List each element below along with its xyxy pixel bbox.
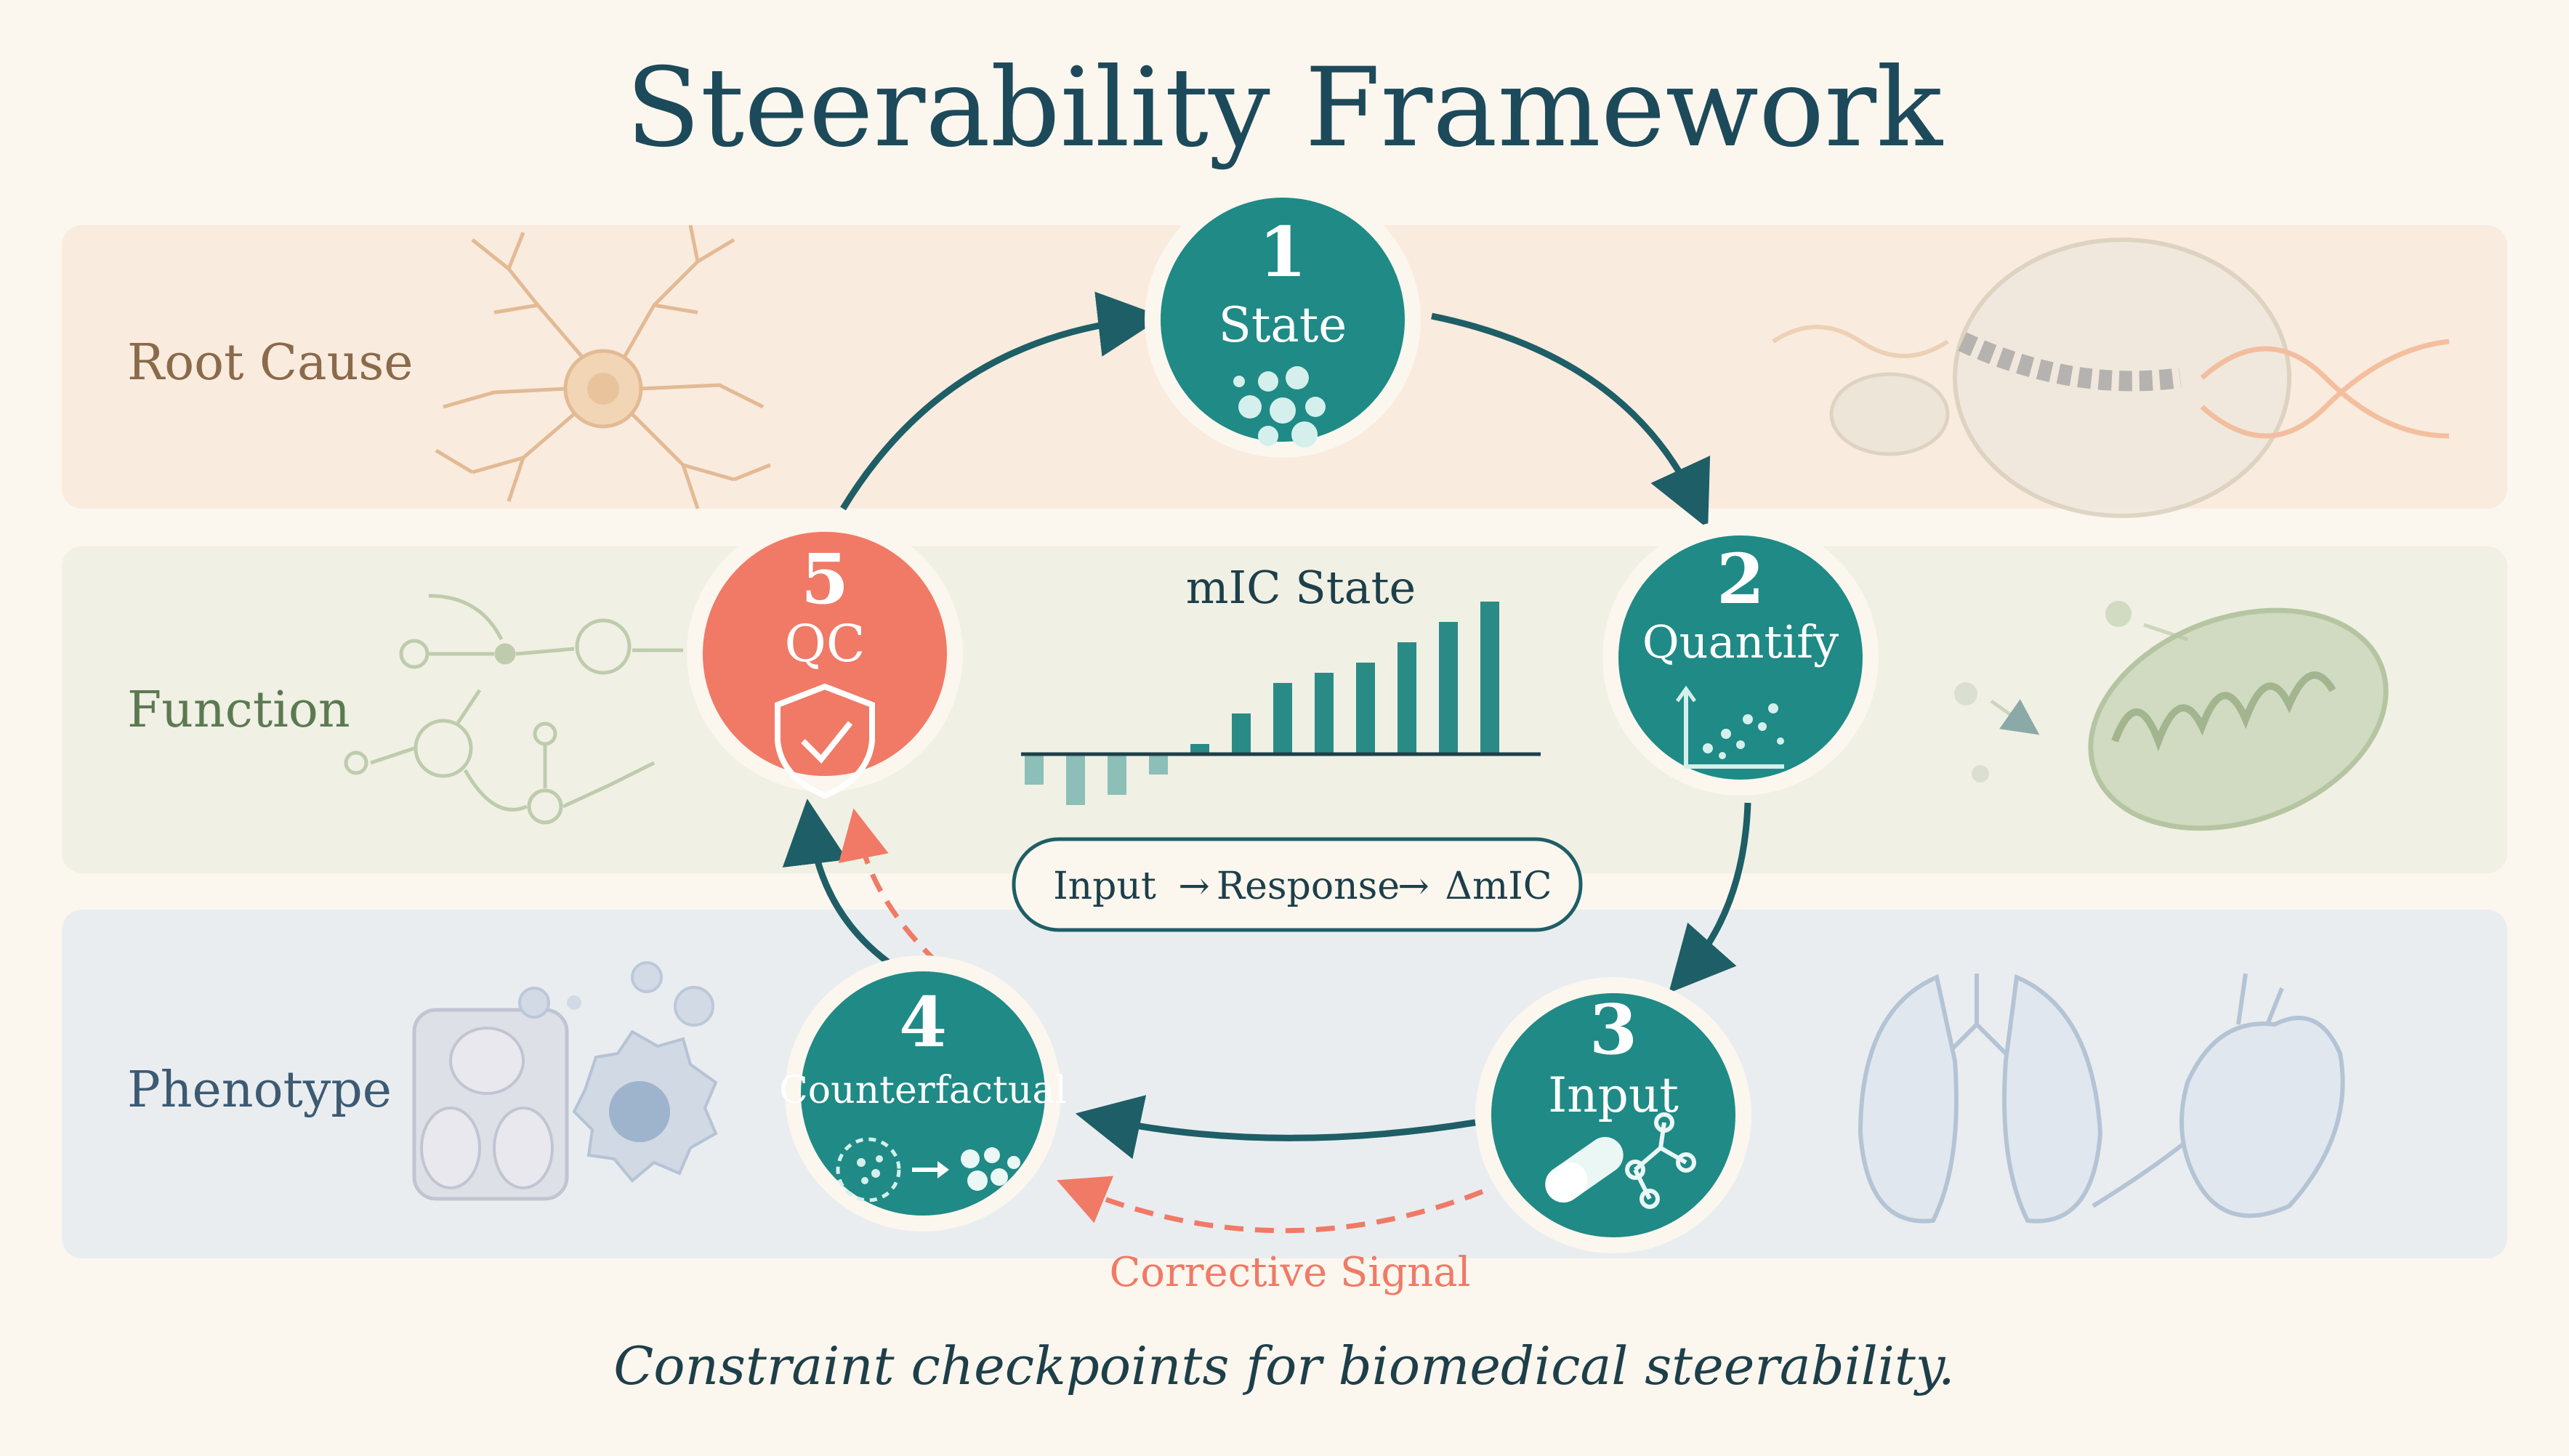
chart-bar [1066,754,1085,805]
step-number-2: 2 [1717,539,1765,620]
cycle-arrows [782,291,1751,1160]
shield-check-icon [775,683,875,799]
mitochondria-icon [1954,601,2389,831]
neuron-icon [435,225,771,509]
band-label-root-cause: Root Cause [127,334,414,392]
corrective-arrows [838,808,1484,1234]
pipeline-arrow-2: → [1398,865,1429,908]
step-node-3[interactable]: 3 Input [1475,977,1751,1253]
chart-bar [1232,713,1251,754]
step-label-3: Input [1548,1067,1679,1123]
lungs-heart-icon [1858,973,2345,1224]
arrow-4-to-5 [782,798,896,969]
dots-cluster-icon [1233,366,1326,448]
step-node-4[interactable]: 4 Counterfactual [779,955,1067,1231]
pipeline-arrow-1: → [1178,865,1210,908]
step-node-2[interactable]: 2 Quantify [1602,519,1879,796]
corrective-signal-label: Corrective Signal [1109,1249,1470,1296]
step-number-5: 5 [801,539,849,620]
chart-bar [1398,642,1416,754]
pill-molecule-icon [1545,1112,1696,1209]
chart-bar [1439,622,1458,754]
chart-bar [1149,754,1168,774]
scatter-plot-icon [1675,685,1784,769]
step-label-2: Quantify [1642,615,1839,668]
chart-title: mIC State [1186,561,1416,614]
chart-bar [1315,673,1334,754]
step-circle-5 [697,526,953,782]
arrow-3-to-4 [1075,1095,1476,1160]
chart-bar [1025,754,1044,785]
page-title: Steerability Framework [626,45,1943,171]
arrow-1-to-2 [1431,312,1711,529]
arrow-5-to-1 [840,291,1163,511]
step-label-5: QC [785,614,866,674]
chart-bar [1190,744,1209,754]
step-label-1: State [1219,297,1347,353]
step-node-1[interactable]: 1 State [1145,182,1421,458]
pipeline-delta: ΔmIC [1445,865,1552,908]
dots-transform-icon [836,1137,1020,1202]
corrective-arrow-4-to-5 [838,808,940,965]
pipeline-input: Input [1053,865,1156,908]
band-label-phenotype: Phenotype [127,1061,392,1119]
chart-bar [1108,754,1126,795]
caption: Constraint checkpoints for biomedical st… [613,1335,1955,1396]
pipeline-response: Response [1217,865,1400,908]
step-circle-1 [1155,192,1411,448]
step-number-4: 4 [899,982,947,1063]
step-circle-2 [1613,530,1868,785]
pathway-network-icon [344,594,683,825]
band-label-function: Function [127,682,350,739]
mic-state-bar-chart [1025,602,1499,805]
step-number-3: 3 [1589,990,1637,1070]
chart-bar [1480,602,1499,754]
cell-dna-icon [1772,238,2450,518]
step-label-4: Counterfactual [779,1069,1067,1112]
chart-bar [1273,683,1292,754]
step-number-1: 1 [1259,212,1307,293]
pipeline-pill: Input → Response → ΔmIC [1012,837,1583,932]
step-node-5[interactable]: 5 QC [687,516,963,799]
cells-tissue-icon [412,961,718,1201]
arrow-2-to-3 [1669,802,1751,993]
chart-bar [1356,663,1375,754]
